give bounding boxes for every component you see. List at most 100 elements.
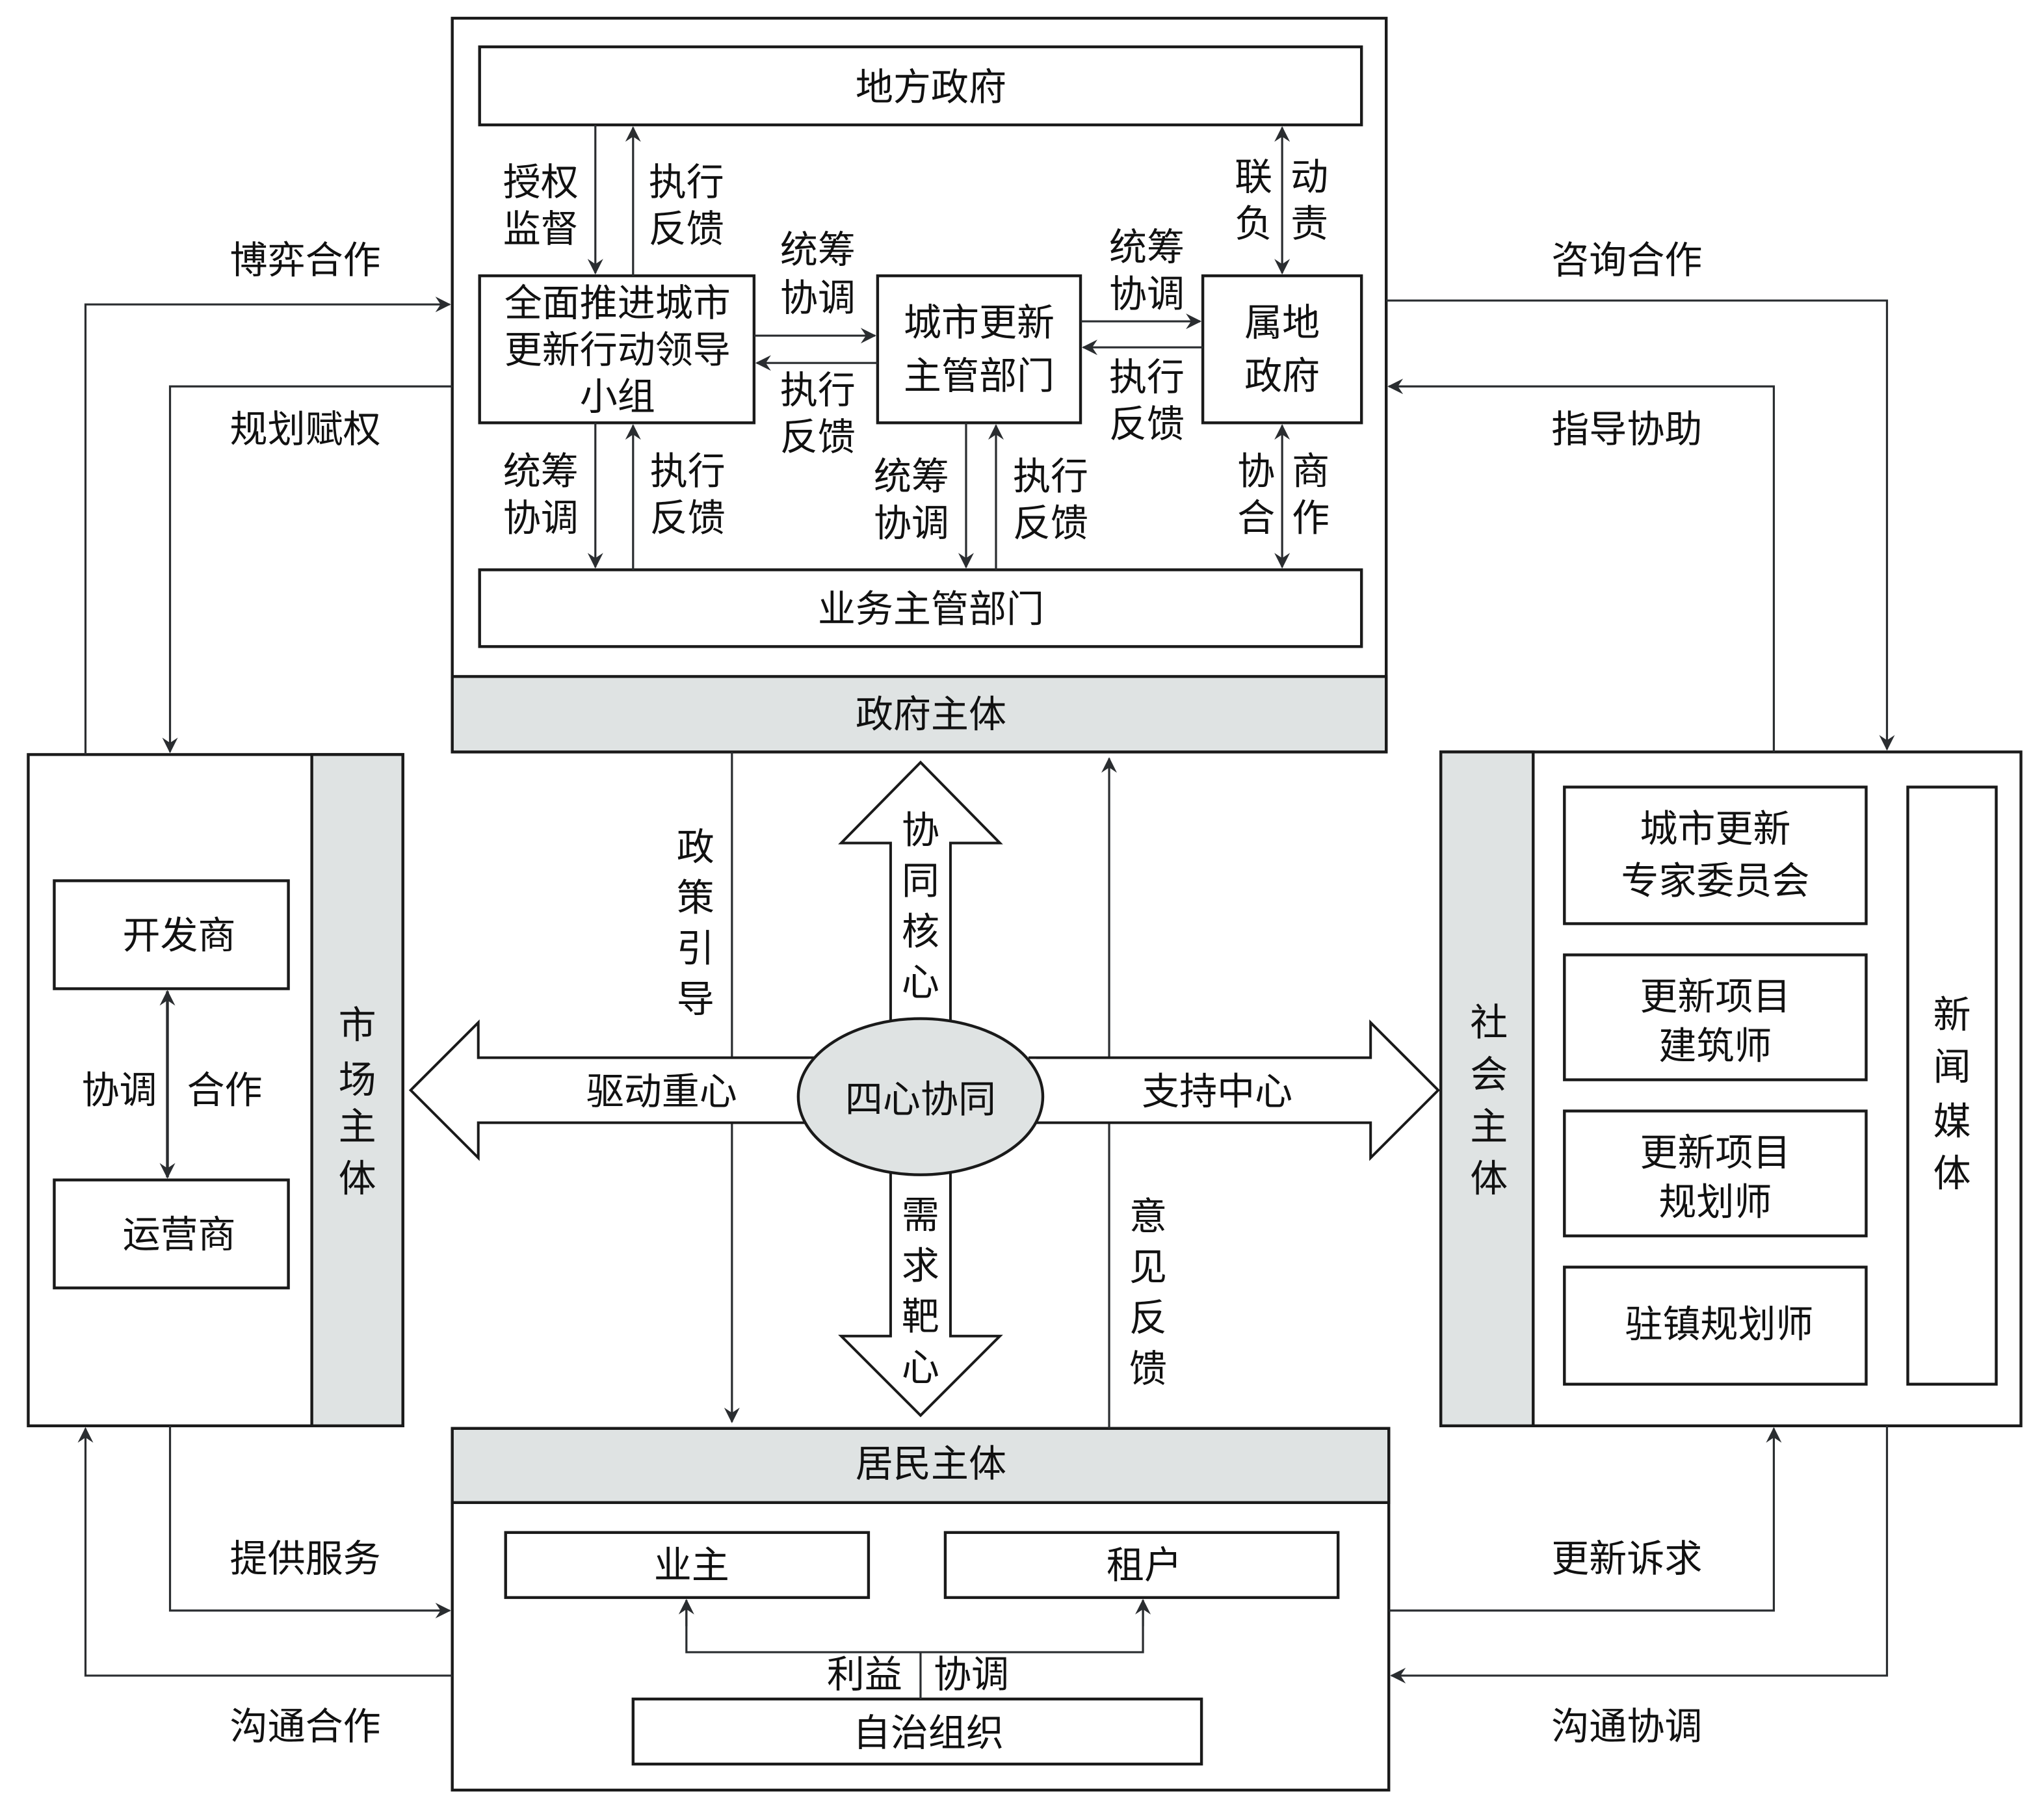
communicate-coord-label: 沟通协调 — [1551, 1704, 1702, 1748]
down-char3: 靶 — [902, 1295, 939, 1339]
feedback-4-label2: 反馈 — [1013, 501, 1088, 545]
business-dept-node[interactable]: 业务主管部门 — [478, 568, 1363, 648]
society-title-char3: 主 — [1470, 1105, 1508, 1149]
linkage-label2: 负 — [1235, 202, 1272, 246]
negotiate-right-label1: 商 — [1292, 449, 1330, 493]
opinion-feedback-char3: 反 — [1129, 1296, 1167, 1340]
town-planner-label: 驻镇规划师 — [1625, 1302, 1813, 1347]
coord-2-label2: 协调 — [1109, 272, 1185, 316]
coord-1-label2: 协调 — [780, 276, 856, 320]
opinion-feedback-char4: 馈 — [1129, 1347, 1167, 1391]
business-dept-label: 业务主管部门 — [818, 587, 1044, 631]
local-government-node[interactable]: 地方政府 — [478, 45, 1363, 127]
feedback-1-label1: 执行 — [780, 368, 856, 412]
territorial-gov-line1: 属地 — [1244, 300, 1320, 345]
coord-3-label2: 协调 — [503, 495, 579, 540]
news-media-char3: 媒 — [1933, 1100, 1971, 1144]
communicate-coord-arrow — [1390, 1425, 1889, 1683]
leading-group-line2: 更新行动领导 — [504, 328, 731, 372]
government-title-band — [451, 675, 1388, 754]
owner-node[interactable]: 业主 — [504, 1531, 871, 1600]
society-panel: 社 会 主 体 城市更新 专家委员会 更新项目 建筑师 更新项目 规划师 驻镇规… — [1439, 750, 2023, 1427]
coord-4-label1: 统筹 — [874, 454, 949, 498]
self-org-label: 自治组织 — [853, 1711, 1004, 1755]
interest-label: 利益 — [827, 1652, 902, 1696]
town-planner-node[interactable]: 驻镇规划师 — [1563, 1265, 1868, 1386]
planning-empower-arrow — [162, 385, 452, 754]
leading-group-line1: 全面推进城市 — [504, 281, 731, 325]
feedback-2-label2: 反馈 — [1109, 402, 1185, 446]
planner-line2: 规划师 — [1658, 1180, 1772, 1224]
society-title-char4: 体 — [1470, 1157, 1508, 1201]
policy-guide-char4: 导 — [677, 977, 714, 1022]
expert-committee-node[interactable]: 城市更新 专家委员会 — [1563, 785, 1868, 925]
linkage-label1: 联 — [1235, 155, 1272, 199]
opinion-feedback-char2: 见 — [1129, 1245, 1167, 1289]
provide-service-arrow — [168, 1425, 451, 1618]
negotiate-left-label2: 合 — [1237, 495, 1275, 540]
responsibility-label2: 责 — [1291, 202, 1328, 246]
game-coop-arrow — [84, 297, 451, 755]
market-title-char4: 体 — [339, 1157, 376, 1201]
feedback-1-label2: 反馈 — [780, 415, 856, 459]
developer-label: 开发商 — [123, 914, 236, 958]
four-centers-ellipse[interactable] — [796, 1017, 1045, 1176]
territorial-gov-node[interactable]: 属地 政府 — [1201, 274, 1363, 425]
guide-assist-arrow — [1387, 378, 1775, 752]
feedback-2-label1: 执行 — [1109, 355, 1185, 399]
coord-4-label2: 协调 — [874, 501, 949, 545]
leading-group-node[interactable]: 全面推进城市 更新行动领导 小组 — [478, 274, 756, 425]
news-media-node[interactable]: 新 闻 媒 体 — [1906, 785, 1998, 1386]
auth-supervise-label2: 监督 — [503, 207, 579, 251]
expert-committee-line1: 城市更新 — [1640, 806, 1790, 851]
operator-label: 运营商 — [123, 1213, 236, 1257]
provide-service-label: 提供服务 — [230, 1537, 381, 1581]
society-title-band — [1439, 750, 1535, 1427]
communicate-coop-arrow — [77, 1427, 452, 1677]
policy-guide-char1: 政 — [677, 824, 714, 869]
exec-feedback-top-label1: 执行 — [649, 160, 724, 204]
government-panel: 政府主体 地方政府 全面推进城市 更新行动领导 小组 城市更新 主管部门 属地 … — [451, 16, 1388, 754]
responsibility-label1: 动 — [1291, 155, 1328, 199]
urban-renewal-dept-node[interactable]: 城市更新 主管部门 — [876, 274, 1082, 425]
urban-renewal-dept-line2: 主管部门 — [904, 354, 1055, 398]
market-coordinate-label: 协调 — [81, 1068, 157, 1113]
tenant-label: 租户 — [1107, 1543, 1182, 1587]
exec-feedback-top-label2: 反馈 — [649, 207, 724, 251]
residents-title: 居民主体 — [856, 1442, 1006, 1486]
self-org-node[interactable]: 自治组织 — [631, 1697, 1203, 1766]
communicate-coop-label: 沟通合作 — [230, 1704, 381, 1748]
feedback-3-label1: 执行 — [650, 449, 726, 493]
feedback-3-label2: 反馈 — [650, 495, 726, 540]
feedback-4-label1: 执行 — [1013, 454, 1088, 498]
news-media-char2: 闻 — [1933, 1045, 1971, 1089]
down-char2: 求 — [902, 1244, 939, 1288]
auth-supervise-label1: 授权 — [503, 160, 579, 204]
architect-node[interactable]: 更新项目 建筑师 — [1563, 953, 1868, 1081]
planner-line1: 更新项目 — [1640, 1131, 1790, 1175]
policy-guide-char3: 引 — [677, 927, 714, 971]
planning-empower-label: 规划赋权 — [230, 407, 381, 451]
market-title-char3: 主 — [339, 1105, 376, 1149]
architect-line2: 建筑师 — [1658, 1024, 1772, 1068]
news-media-char1: 新 — [1933, 993, 1971, 1037]
outer-links: 博弈合作 规划赋权 咨询合作 指导协助 提供服务 沟通合作 更新诉求 沟通协调 — [77, 238, 1895, 1748]
operator-node[interactable]: 运营商 — [53, 1178, 290, 1289]
support-center-label: 支持中心 — [1142, 1070, 1292, 1114]
coord-1-label1: 统筹 — [780, 228, 856, 272]
developer-node[interactable]: 开发商 — [53, 879, 290, 990]
territorial-gov-line2: 政府 — [1244, 354, 1320, 398]
drive-center-label: 驱动重心 — [586, 1070, 737, 1114]
coord-3-label1: 统筹 — [503, 449, 579, 493]
market-panel: 市 场 主 体 开发商 运营商 协调 合作 — [27, 753, 404, 1427]
owner-label: 业主 — [654, 1543, 729, 1587]
tenant-node[interactable]: 租户 — [943, 1531, 1340, 1600]
game-coop-label: 博弈合作 — [230, 238, 381, 282]
market-title-char2: 场 — [339, 1058, 376, 1102]
consult-coop-arrow — [1386, 299, 1895, 751]
up-char4: 心 — [902, 960, 939, 1005]
planner-node[interactable]: 更新项目 规划师 — [1563, 1109, 1868, 1237]
architect-line1: 更新项目 — [1640, 975, 1790, 1019]
negotiate-right-label2: 作 — [1292, 495, 1330, 540]
